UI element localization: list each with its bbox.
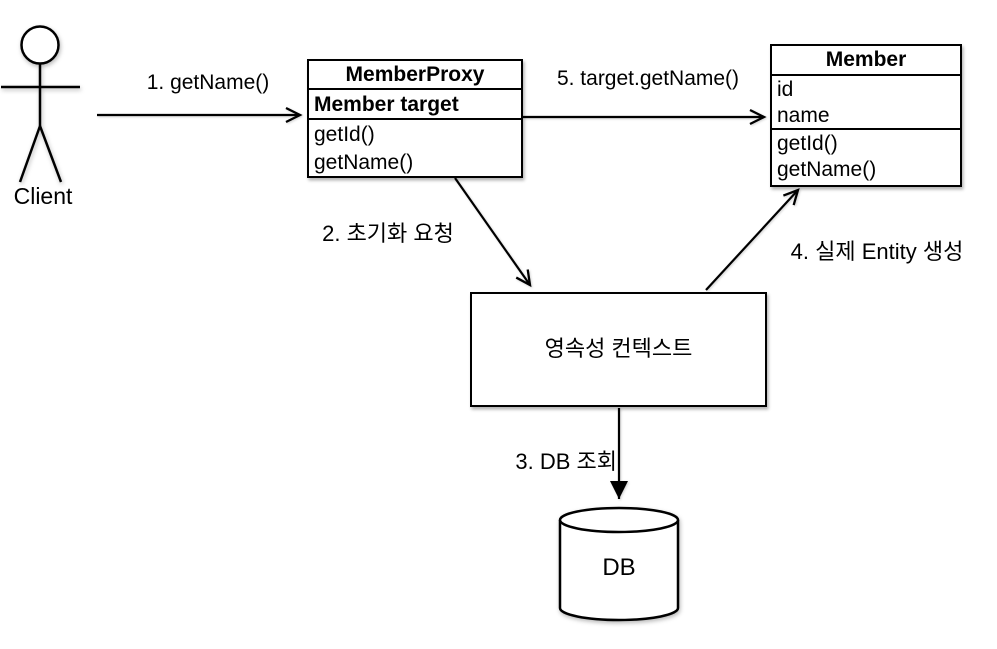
class-attributes-member: id name <box>772 76 960 130</box>
class-methods-member-proxy: getId() getName() <box>309 120 521 179</box>
message-3-label: 3. DB 조회 <box>515 449 617 474</box>
method-get-id: getId() <box>314 123 375 146</box>
message-1-label: 1. getName() <box>146 71 270 94</box>
database-label: DB <box>602 554 636 581</box>
message-4-arrow <box>705 188 800 291</box>
database-cylinder-top <box>558 506 680 534</box>
persistence-context-label: 영속성 컨텍스트 <box>544 336 693 362</box>
class-title-member-proxy: MemberProxy <box>309 61 521 90</box>
attribute-member-target: Member target <box>314 93 459 116</box>
actor-right-leg <box>38 125 63 183</box>
method-get-name: getName() <box>314 151 414 174</box>
class-title-member: Member <box>772 46 960 76</box>
method-get-name: getName() <box>777 158 877 181</box>
message-4-label: 4. 실제 Entity 생성 <box>790 239 964 264</box>
message-2-label: 2. 초기화 요청 <box>322 221 454 246</box>
class-methods-member: getId() getName() <box>772 130 960 185</box>
actor-figure-icon <box>1 25 80 183</box>
message-5-label: 5. target.getName() <box>556 67 740 90</box>
message-2-arrow <box>454 177 532 288</box>
class-box-member-proxy: MemberProxy Member target getId() getNam… <box>307 59 523 178</box>
database-cylinder-icon <box>558 506 680 622</box>
actor-head <box>20 25 60 65</box>
actor-label: Client <box>13 183 73 209</box>
actor-left-leg <box>18 125 42 183</box>
persistence-context-box: 영속성 컨텍스트 <box>470 292 767 407</box>
class-box-member: Member id name getId() getName() <box>770 44 962 187</box>
database-cylinder-body <box>558 520 680 622</box>
attribute-id: id <box>777 78 794 101</box>
attribute-name: name <box>777 104 830 127</box>
method-get-id: getId() <box>777 132 838 155</box>
class-attributes-member-proxy: Member target <box>309 90 521 120</box>
